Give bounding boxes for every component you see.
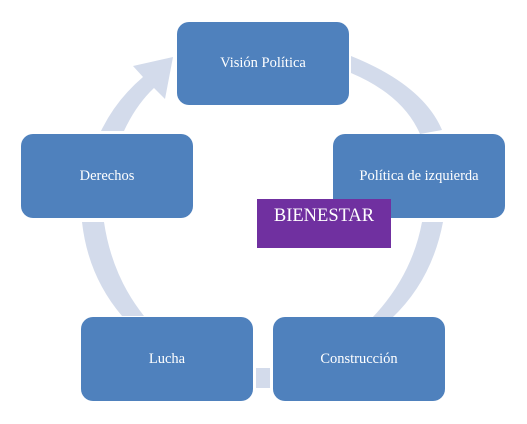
arrow-lucha-to-derechos [82, 222, 144, 316]
node-politica-de-izquierda-label: Política de izquierda [359, 167, 479, 184]
node-vision-politica: Visión Política [177, 22, 349, 105]
arrow-politica-to-construccion [372, 222, 443, 318]
arrow-vision-to-politica [351, 56, 442, 134]
node-derechos: Derechos [21, 134, 193, 218]
node-construccion-label: Construcción [320, 350, 398, 367]
node-lucha-label: Lucha [148, 350, 186, 367]
node-lucha: Lucha [81, 317, 253, 401]
center-label: BIENESTAR [273, 206, 375, 226]
node-derechos-label: Derechos [79, 167, 135, 184]
arrow-derechos-to-vision [101, 57, 173, 131]
node-vision-politica-label: Visión Política [220, 55, 306, 71]
node-construccion: Construcción [273, 317, 445, 401]
arrow-construccion-to-lucha [256, 368, 270, 388]
center-label-box: BIENESTAR [257, 199, 391, 248]
